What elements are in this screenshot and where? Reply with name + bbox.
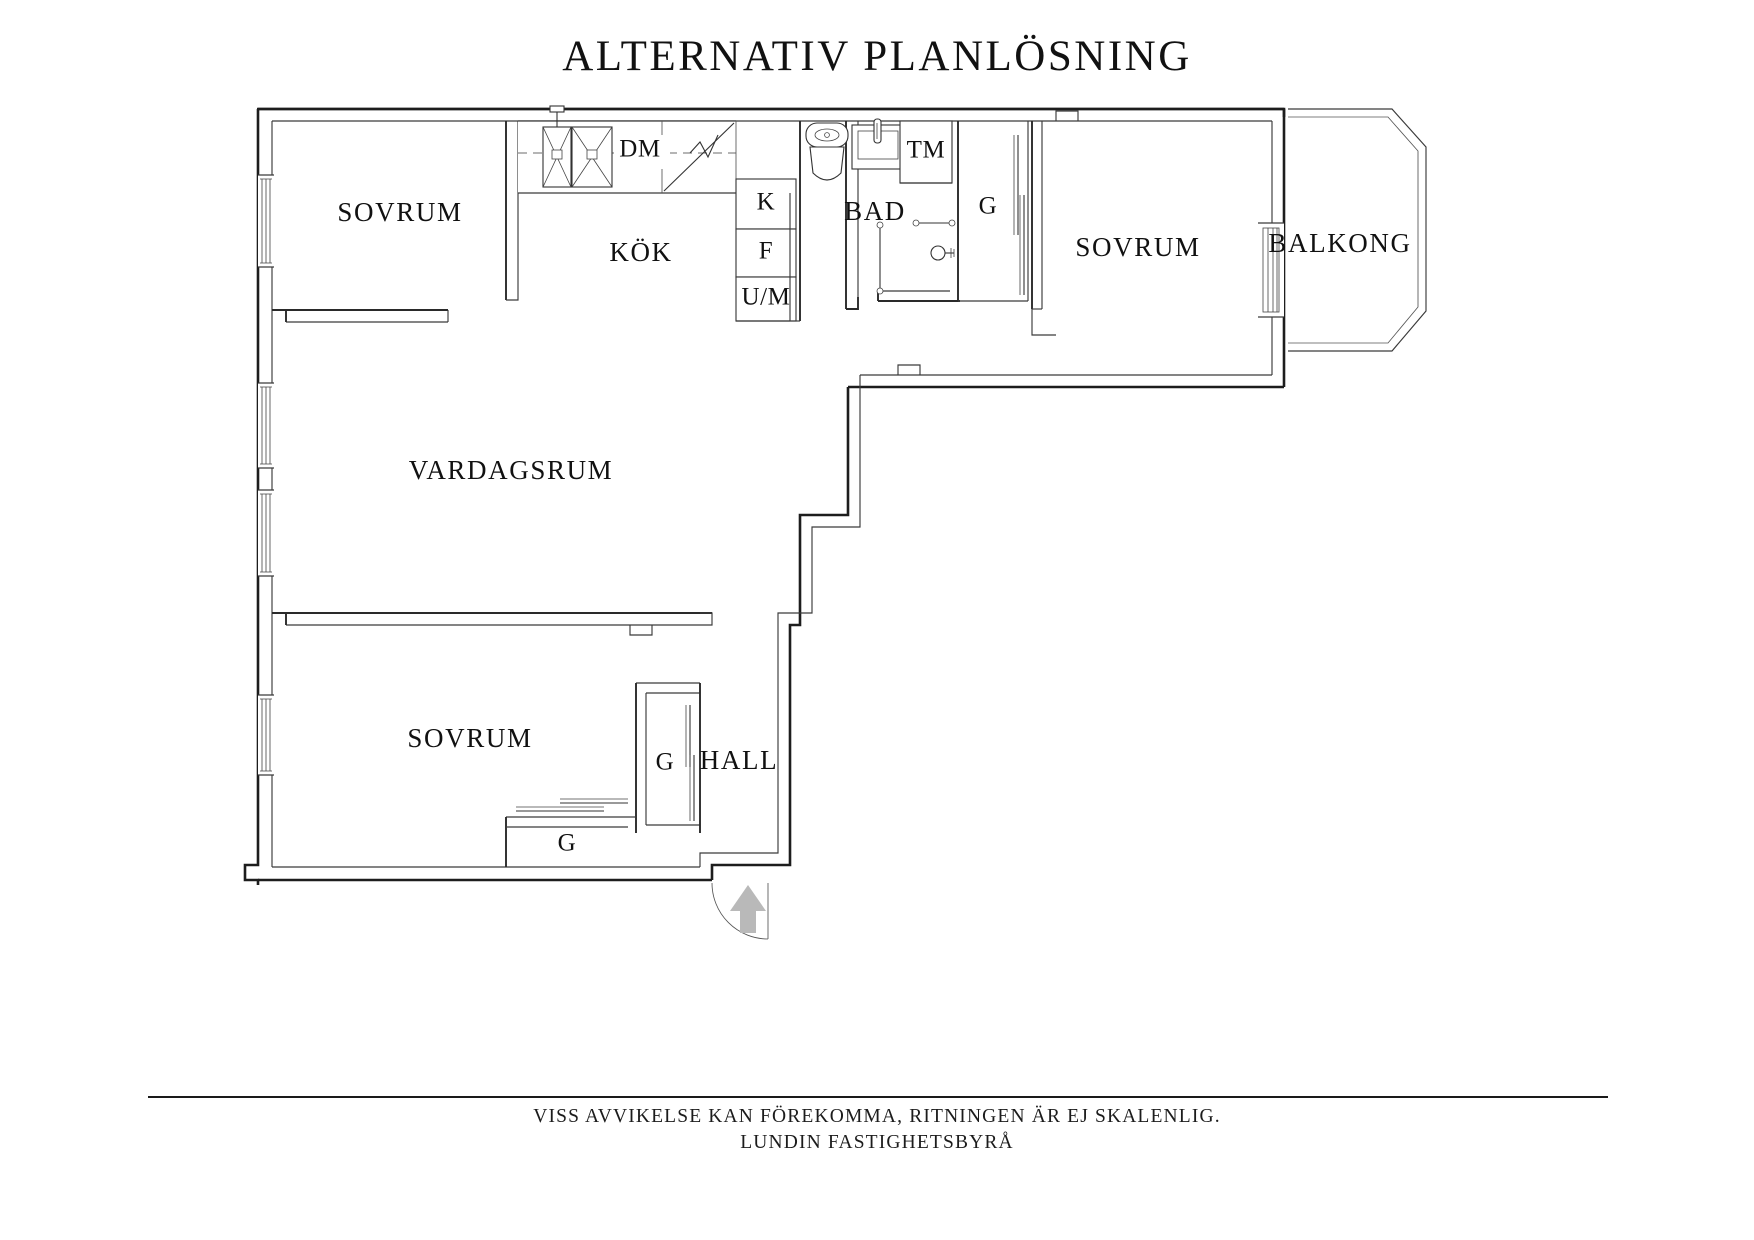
bathroom: TM BAD — [805, 118, 960, 310]
room-label-kok: KÖK — [609, 237, 672, 267]
living-room: VARDAGSRUM — [272, 455, 713, 636]
dishwasher-label: DM — [619, 136, 660, 163]
window-vardagsrum-1 — [258, 382, 274, 469]
entrance-arrow-icon — [730, 885, 766, 933]
entrance-door[interactable] — [711, 882, 769, 940]
window-sovrum-sw — [258, 694, 274, 776]
room-label-hall: HALL — [700, 745, 778, 775]
room-label-sovrum-nw: SOVRUM — [337, 197, 462, 227]
freezer-label: F — [759, 238, 774, 265]
closet-sovrum: G — [505, 798, 636, 867]
footer: VISS AVVIKELSE KAN FÖREKOMMA, RITNINGEN … — [0, 1104, 1754, 1157]
washing-machine-box: TM — [899, 120, 953, 184]
window-group-left — [258, 174, 274, 776]
window-vardagsrum-2 — [258, 489, 274, 577]
closet-hall: G — [635, 682, 701, 833]
appliance-column: K F U/M — [735, 121, 801, 322]
shower-mixer-icon — [930, 245, 955, 261]
room-label-sovrum-ne: SOVRUM — [1075, 232, 1200, 262]
wc-toilet-icon — [805, 122, 849, 181]
cooktop-icon — [663, 122, 735, 192]
footer-agency: LUNDIN FASTIGHETSBYRÅ — [740, 1132, 1014, 1154]
footer-disclaimer: VISS AVVIKELSE KAN FÖREKOMMA, RITNINGEN … — [533, 1106, 1221, 1127]
room-label-bad: BAD — [844, 196, 906, 226]
closet-hall-label: G — [656, 749, 675, 776]
closet-sovrum-label: G — [558, 830, 577, 857]
closet-bath-label: G — [979, 193, 998, 220]
room-label-balkong: BALKONG — [1268, 228, 1411, 258]
window-sovrum-nw — [258, 174, 274, 268]
balcony: BALKONG — [1268, 108, 1427, 352]
room-label-sovrum-sw: SOVRUM — [407, 723, 532, 753]
fridge-label: K — [757, 189, 776, 216]
shower-glass-screen-icon — [876, 219, 956, 295]
floor-plan-svg: DM K F U/M — [243, 105, 1427, 940]
balcony-door[interactable] — [1258, 222, 1284, 318]
dishwasher-label-group: DM — [614, 135, 670, 169]
room-label-vardagsrum: VARDAGSRUM — [409, 455, 614, 485]
page-title: ALTERNATIV PLANLÖSNING — [562, 33, 1192, 80]
washbasin-icon — [851, 118, 905, 170]
east-wing-walls — [777, 109, 1286, 831]
bedroom-ne: SOVRUM — [1031, 110, 1200, 336]
washing-machine-label: TM — [907, 137, 946, 164]
kitchen-sink-icon — [542, 105, 613, 188]
closet-bath: G — [957, 121, 1029, 302]
footer-divider — [148, 1096, 1608, 1098]
bedroom-sw: SOVRUM — [407, 723, 532, 753]
floor-plan-drawing: DM K F U/M — [0, 95, 1754, 975]
oven-microwave-label: U/M — [741, 284, 790, 311]
